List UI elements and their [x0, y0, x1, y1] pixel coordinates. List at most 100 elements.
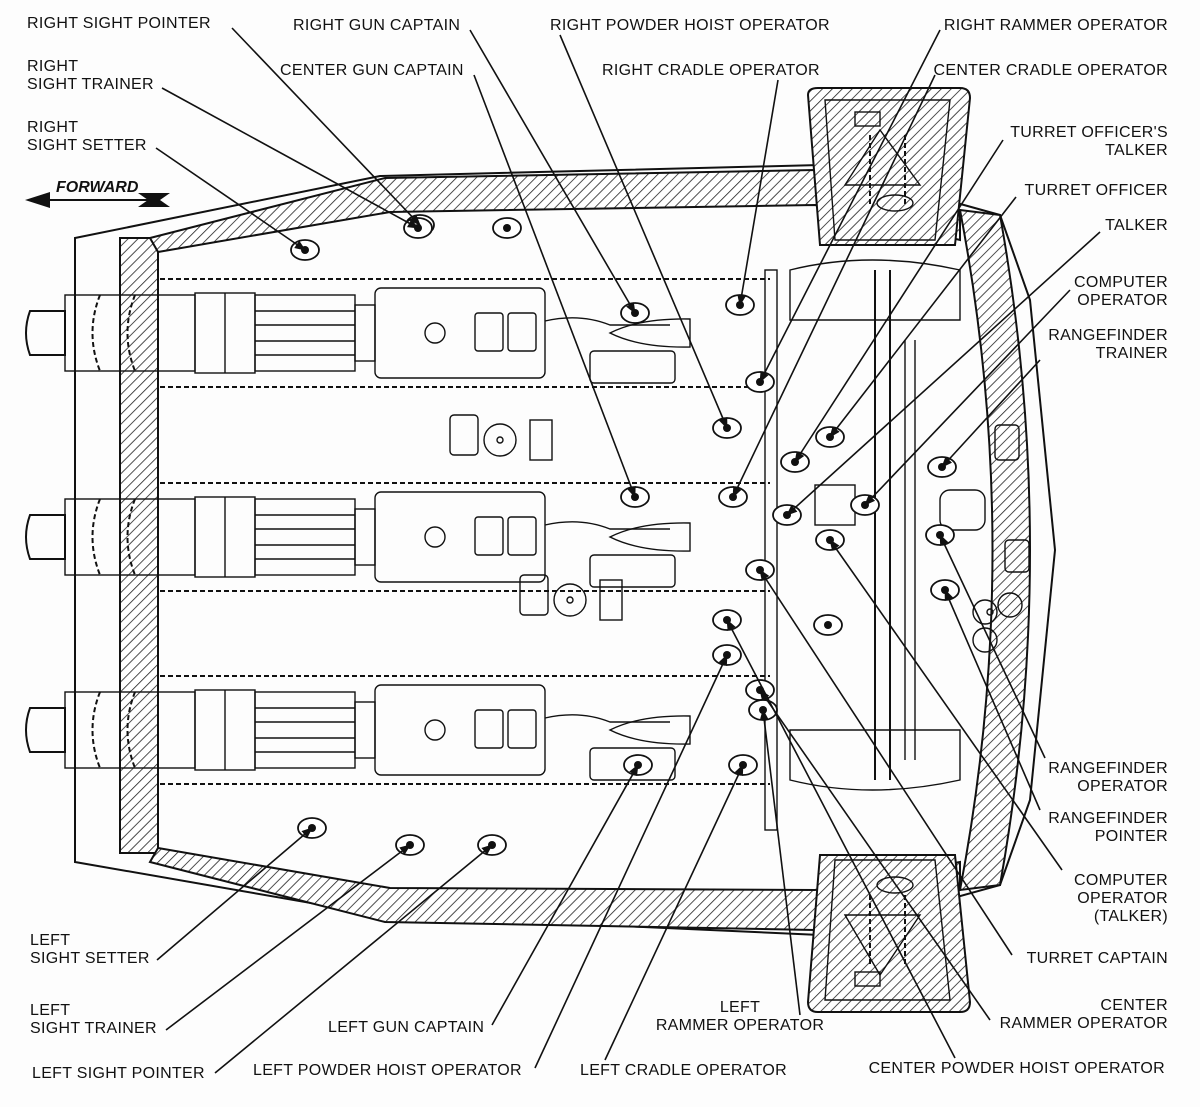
- leader-center-gun-captain: [473, 74, 636, 499]
- leader-computer-operator-talker: [829, 539, 1063, 871]
- label-line: TURRET CAPTAIN: [1027, 950, 1168, 967]
- breech-block: [474, 312, 504, 352]
- label-line: RANGEFINDER: [1048, 810, 1168, 827]
- leader-left-sight-trainer: [165, 844, 411, 1031]
- gun-muzzle: [25, 707, 66, 753]
- breech-block: [507, 709, 537, 749]
- label-line: LEFT POWDER HOIST OPERATOR: [253, 1062, 522, 1079]
- center-gun: [25, 482, 770, 592]
- label-line: SIGHT TRAINER: [27, 76, 154, 93]
- label-line: (TALKER): [1094, 908, 1168, 925]
- label-line: TALKER: [1105, 142, 1168, 159]
- breech-wheel: [424, 322, 446, 344]
- recoil-cylinder: [254, 691, 356, 769]
- projectile-icon: [608, 318, 691, 348]
- turret-outer-outline: [74, 163, 1057, 937]
- left-gun: [25, 675, 770, 785]
- label-line: COMPUTER: [1074, 274, 1168, 291]
- turret-shell: [74, 163, 1057, 937]
- leader-right-sight-pointer: [231, 27, 421, 226]
- leader-left-sight-setter: [156, 827, 313, 961]
- trunnion: [354, 701, 376, 759]
- leader-right-rammer-operator: [759, 29, 941, 383]
- label-line: LEFT: [720, 999, 760, 1016]
- label-line: CENTER GUN CAPTAIN: [280, 62, 464, 79]
- leader-computer-operator: [864, 289, 1071, 506]
- forward-label: FORWARD: [56, 179, 139, 196]
- gun-muzzle: [25, 514, 66, 560]
- trunnion: [354, 304, 376, 362]
- leader-right-gun-captain: [469, 29, 636, 314]
- breech-housing: [374, 684, 546, 776]
- label-line: RIGHT POWDER HOIST OPERATOR: [550, 17, 830, 34]
- label-line: TURRET OFFICER'S: [1010, 124, 1168, 141]
- leader-turret-officer: [829, 196, 1017, 438]
- bottom-wall-armor: [148, 846, 961, 932]
- gun-shield-curve: [91, 498, 101, 576]
- label-turret-officer: TURRET OFFICER: [1025, 182, 1168, 199]
- label-line: RAMMER OPERATOR: [1000, 1015, 1168, 1032]
- label-line: LEFT: [30, 932, 70, 949]
- recoil-cylinder: [254, 294, 356, 372]
- loading-tray: [544, 317, 670, 326]
- control-box: [519, 574, 549, 616]
- handwheel-hub: [566, 596, 574, 604]
- control-box: [449, 414, 479, 456]
- leader-turret-officers-talker: [794, 139, 1004, 463]
- loading-tray: [544, 714, 670, 723]
- leader-left-powder-hoist-operator: [534, 653, 728, 1069]
- breech-housing: [374, 491, 546, 583]
- leader-left-sight-pointer: [214, 844, 493, 1074]
- label-line: RIGHT CRADLE OPERATOR: [602, 62, 820, 79]
- label-line: RANGEFINDER: [1048, 327, 1168, 344]
- leader-rangefinder-operator: [939, 533, 1046, 759]
- projectile-icon: [608, 715, 691, 745]
- label-right-sight-pointer: RIGHT SIGHT POINTER: [27, 15, 211, 32]
- projectile-icon: [608, 522, 691, 552]
- crew-markers: [290, 214, 960, 856]
- label-line: CENTER: [1100, 997, 1168, 1014]
- label-line: RIGHT SIGHT POINTER: [27, 15, 211, 32]
- label-left-sight-pointer: LEFT SIGHT POINTER: [32, 1065, 205, 1082]
- label-line: LEFT: [30, 1002, 70, 1019]
- breech-block: [507, 516, 537, 556]
- leader-left-rammer-operator: [759, 708, 801, 1016]
- powder-car: [589, 747, 676, 781]
- upper-hood: [806, 87, 972, 246]
- label-line: SIGHT SETTER: [30, 950, 150, 967]
- gun-shield-curve: [91, 294, 101, 372]
- label-line: RIGHT: [27, 119, 78, 136]
- leader-rangefinder-trainer: [941, 359, 1041, 468]
- label-line: TALKER: [1105, 217, 1168, 234]
- label-left-powder-hoist-operator: LEFT POWDER HOIST OPERATOR: [253, 1062, 522, 1079]
- label-center-gun-captain: CENTER GUN CAPTAIN: [280, 62, 464, 79]
- label-line: CENTER POWDER HOIST OPERATOR: [869, 1060, 1165, 1077]
- training-gear: [599, 579, 623, 621]
- forward-indicator: FORWARD: [25, 179, 170, 208]
- label-line: SIGHT TRAINER: [30, 1020, 157, 1037]
- label-right-rammer-operator: RIGHT RAMMER OPERATOR: [944, 17, 1168, 34]
- label-right-powder-hoist-operator: RIGHT POWDER HOIST OPERATOR: [550, 17, 830, 34]
- leader-right-sight-trainer: [161, 87, 419, 229]
- right-gun: [25, 278, 770, 388]
- label-line: TRAINER: [1096, 345, 1168, 362]
- gun-muzzle: [25, 310, 66, 356]
- breech-wheel: [424, 719, 446, 741]
- label-right-cradle-operator: RIGHT CRADLE OPERATOR: [602, 62, 820, 79]
- powder-car: [589, 554, 676, 588]
- label-line: OPERATOR: [1077, 890, 1168, 907]
- powder-car: [589, 350, 676, 384]
- label-line: RIGHT: [27, 58, 78, 75]
- label-center-cradle-operator: CENTER CRADLE OPERATOR: [934, 62, 1169, 79]
- label-line: OPERATOR: [1077, 292, 1168, 309]
